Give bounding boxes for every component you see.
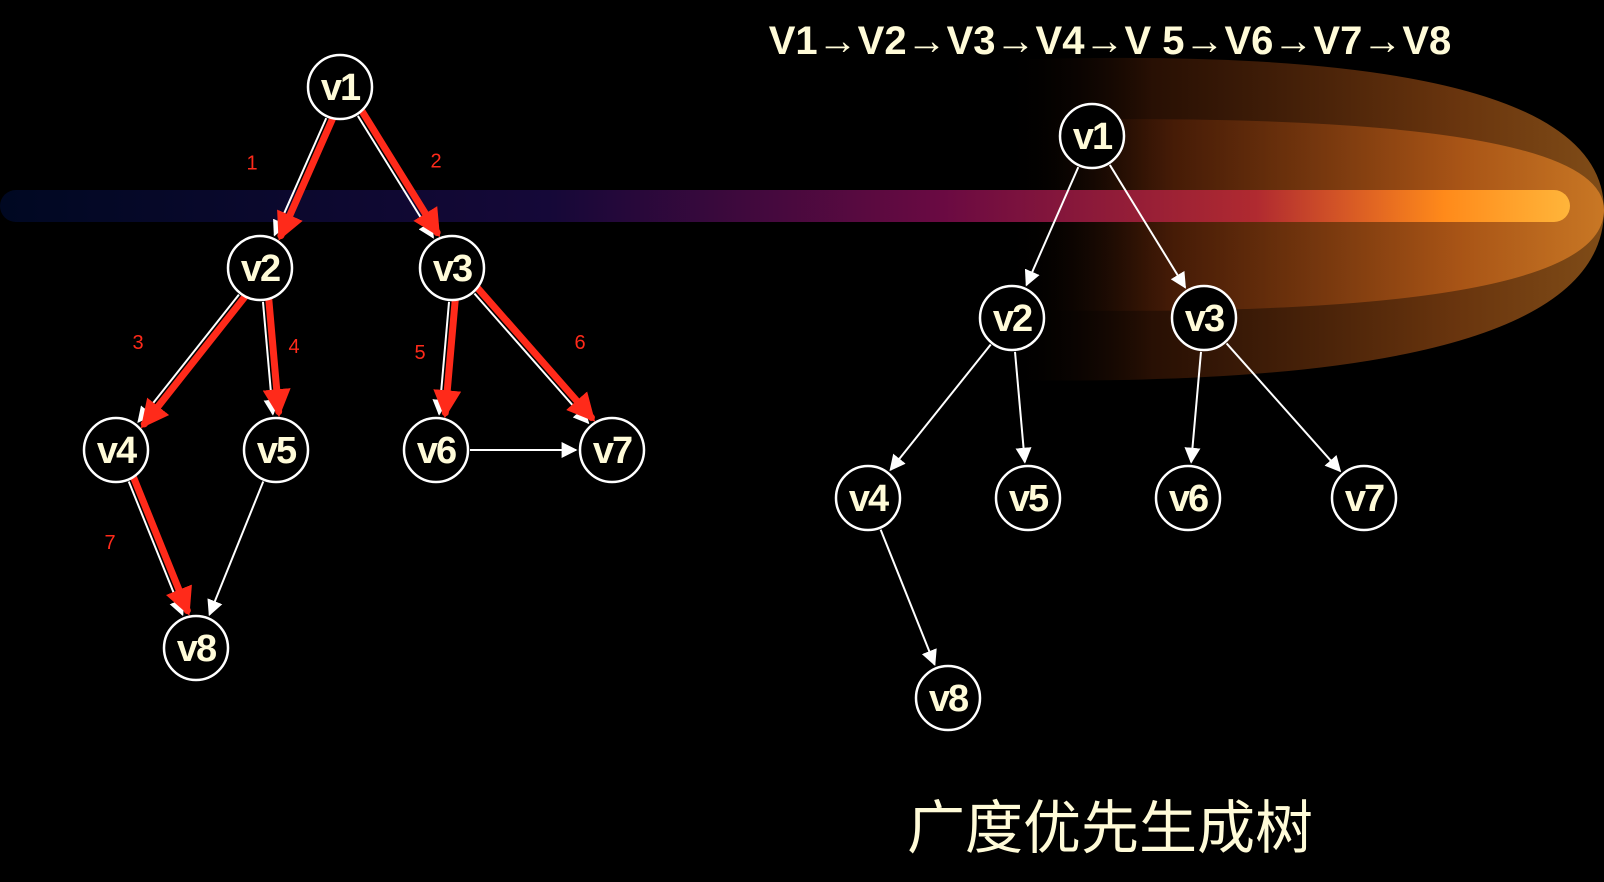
graph-node-label-v4: v4 [97,430,137,472]
graph-node-label-v5: v5 [257,430,297,472]
tree-edge-v1-v3 [1108,164,1186,289]
graph-node-v5 [242,416,310,484]
tree-node-v6 [1154,464,1222,532]
graph-node-v7 [578,416,646,484]
tree-node-label-v4: v4 [849,478,889,520]
traversal-arrow-6 [474,284,596,422]
spanning-tree-edges [879,164,1342,667]
graph-node-v2 [226,234,294,302]
traversal-step-label-4: 4 [288,336,299,358]
graph-node-v4 [82,416,150,484]
traversal-arrow-2 [358,107,441,238]
spanning-tree-nodes: v1 v2 v3 v4 v5 v6 v7 v8 [834,102,1398,732]
tree-node-v5 [994,464,1062,532]
tree-edge-v2-v5 [1014,351,1032,464]
tree-node-v7 [1330,464,1398,532]
tree-node-label-v8: v8 [929,678,968,720]
traversal-step-label-1: 1 [246,153,257,175]
graph-nodes: v1 v2 v3 v4 v5 v6 v7 v8 [82,53,646,682]
graph-node-label-v7: v7 [593,430,632,472]
traversal-step-label-2: 2 [430,151,441,173]
graph-edge-v3-v7 [473,292,590,425]
tree-node-label-v7: v7 [1345,478,1384,520]
tree-node-label-v5: v5 [1009,478,1049,520]
traversal-steps: 1 2 3 4 5 6 7 [104,107,596,616]
tree-node-v1 [1058,102,1126,170]
traversal-arrow-1 [277,115,337,241]
tree-node-v8 [914,664,982,732]
tree-node-label-v1: v1 [1073,116,1113,158]
traversal-arrow-5 [433,296,462,419]
tree-node-v4 [834,464,902,532]
graph-edge-v5-v8 [207,481,265,617]
traversal-arrow-7 [130,473,192,616]
tree-node-label-v6: v6 [1169,478,1208,520]
tree-node-v3 [1170,284,1238,352]
graph-node-label-v1: v1 [321,67,361,109]
traversal-arrow-3 [140,293,249,429]
traversal-step-label-3: 3 [132,332,143,354]
traversal-step-label-6: 6 [574,332,585,354]
graph-edge-v4-v8 [127,481,185,617]
graph-node-v8 [162,614,230,682]
graph-node-v6 [402,416,470,484]
tree-edge-v3-v7 [1225,342,1342,473]
tree-node-v2 [978,284,1046,352]
graph-node-v3 [418,234,486,302]
gradient-beam [0,190,1570,222]
tree-edge-v4-v8 [879,529,937,667]
traversal-sequence: V1→V2→V3→V4→V 5→V6→V7→V8 [769,19,1452,63]
traversal-step-label-5: 5 [414,342,425,364]
graph-node-v1 [306,53,374,121]
traversal-arrow-4 [262,295,291,418]
background-decoration [0,57,1604,381]
graph-edge-v2-v4 [137,294,240,424]
tree-node-label-v3: v3 [1185,298,1224,340]
graph-node-label-v8: v8 [177,628,216,670]
tree-edge-v2-v4 [889,343,992,472]
tree-edge-v1-v2 [1024,166,1080,287]
caption: 广度优先生成树 [907,794,1313,862]
graph-node-label-v3: v3 [433,248,472,290]
tree-edge-v3-v6 [1184,351,1202,464]
graph-node-label-v2: v2 [241,248,280,290]
tree-node-label-v2: v2 [993,298,1032,340]
graph-node-label-v6: v6 [417,430,456,472]
traversal-step-label-7: 7 [104,532,115,554]
